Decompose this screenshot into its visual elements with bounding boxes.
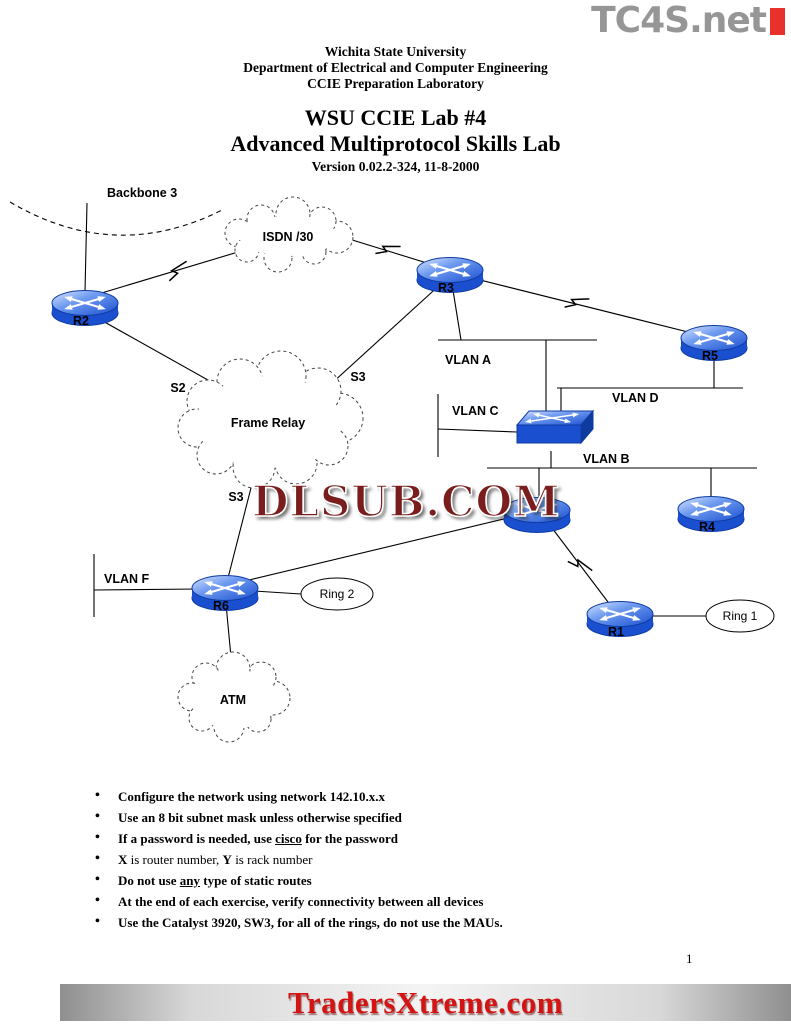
link-framerelay-r6 — [227, 479, 254, 579]
cloud-isdn: ISDN /30 — [224, 196, 354, 273]
link-vlanc-switch — [437, 428, 518, 433]
watermark-tc4s: TC4S.net — [591, 0, 785, 42]
org-line-2: Department of Electrical and Computer En… — [243, 60, 548, 75]
title-block: WSU CCIE Lab #4 Advanced Multiprotocol S… — [0, 105, 791, 175]
s3-label-top: S3 — [350, 370, 365, 384]
vlan-c-label: VLAN C — [452, 404, 499, 418]
note-bullet: • If a password is needed, use cisco for … — [95, 830, 735, 846]
link-vlanf-r6 — [93, 588, 199, 591]
watermark-traders-text: TradersXtreme.com — [287, 984, 564, 1020]
watermark-traders-bar: TradersXtreme.com — [60, 984, 791, 1021]
vlan-d-label: VLAN D — [612, 391, 659, 405]
link-r3-framerelay — [319, 281, 444, 395]
router-label: R6 — [213, 599, 229, 613]
link-r6-ring2 — [253, 590, 302, 595]
bullet-icon: • — [95, 914, 100, 929]
vlan-a-label: VLAN A — [445, 353, 491, 367]
cloud-atm: ATM — [177, 651, 291, 743]
bullet-icon: • — [95, 788, 100, 803]
bolt-icon — [567, 552, 593, 580]
watermark-dlsub: DLSUB.COM — [251, 476, 561, 527]
note-text: Do not use — [118, 873, 180, 888]
backbone-arc — [9, 201, 223, 236]
note-bullet: • Use the Catalyst 3920, SW3, for all of … — [95, 914, 735, 930]
bullet-icon: • — [95, 893, 100, 908]
vlan-b-label: VLAN B — [583, 452, 630, 466]
switch-icon — [517, 411, 593, 443]
org-line-3: CCIE Preparation Laboratory — [307, 76, 484, 91]
watermark-tc4s-text: TC4S.net — [591, 0, 767, 41]
s3-label-bottom: S3 — [228, 490, 243, 504]
atm-label: ATM — [220, 693, 246, 707]
note-text: is router number, — [127, 852, 223, 867]
note-bullet: • Configure the network using network 142… — [95, 788, 735, 804]
lab-title: WSU CCIE Lab #4 — [304, 105, 487, 130]
bullet-icon: • — [95, 830, 100, 845]
router-r2: R2 — [52, 291, 118, 328]
s2-label: S2 — [170, 381, 185, 395]
note-text: At the end of each exercise, verify conn… — [118, 894, 484, 909]
router-label: R2 — [73, 314, 89, 328]
topology-links — [9, 201, 757, 658]
org-line-1: Wichita State University — [324, 44, 467, 59]
ring2-label: Ring 2 — [320, 587, 355, 601]
note-text: If a password is needed, use — [118, 831, 276, 846]
vlan-f-label: VLAN F — [104, 572, 150, 586]
link-r3-r5 — [463, 275, 701, 336]
note-bullet: • Use an 8 bit subnet mask unless otherwi… — [95, 809, 735, 825]
note-text: cisco — [275, 831, 302, 846]
note-text: Use an 8 bit subnet mask unless otherwis… — [118, 810, 402, 825]
lab-subtitle: Advanced Multiprotocol Skills Lab — [230, 131, 561, 156]
ring1-label: Ring 1 — [723, 609, 758, 623]
red-block-icon — [770, 7, 785, 35]
link-r6-router — [248, 516, 513, 581]
document-header: Wichita State University Department of E… — [0, 44, 791, 175]
link-r2-isdn — [94, 245, 259, 296]
router-label: R1 — [608, 625, 624, 639]
router-r5: R5 — [681, 326, 747, 363]
note-text: type of static routes — [200, 873, 312, 888]
link-r6-atm — [225, 603, 232, 658]
bullet-icon: • — [95, 872, 100, 887]
note-text: is rack number — [231, 852, 313, 867]
note-text: Configure the network using network 142.… — [118, 789, 385, 804]
page-number: 1 — [686, 951, 693, 966]
ring-2: Ring 2 — [300, 577, 374, 611]
router-label: R3 — [438, 281, 454, 295]
network-topology-diagram: ISDN /30 Frame Relay ATM — [9, 186, 775, 743]
note-text: Y — [222, 852, 232, 867]
router-r6: R6 — [192, 576, 258, 613]
frame-relay-label: Frame Relay — [231, 416, 305, 430]
backbone-label: Backbone 3 — [107, 186, 177, 200]
diagram-labels: Backbone 3 S2 S3 S3 VLAN A VLAN C VLAN D… — [104, 186, 659, 586]
router-r3: R3 — [417, 258, 483, 295]
cloud-frame-relay: Frame Relay — [177, 350, 364, 489]
link-router-r1 — [548, 523, 612, 607]
router-label: R5 — [702, 349, 718, 363]
bullet-icon: • — [95, 851, 100, 866]
note-text: any — [179, 873, 200, 888]
note-text: for the password — [301, 831, 399, 846]
bolt-icon — [374, 239, 402, 261]
ring-1: Ring 1 — [705, 599, 775, 633]
bolt-icon — [563, 292, 591, 314]
isdn-label: ISDN /30 — [263, 230, 314, 244]
bolt-icon — [164, 260, 192, 282]
link-r2-backbone — [84, 202, 88, 293]
note-bullet: • Do not use any type of static routes — [95, 872, 735, 888]
note-text: X — [118, 852, 128, 867]
router-label: R4 — [699, 520, 715, 534]
notes-list: • Configure the network using network 142… — [95, 788, 735, 936]
router-r4: R4 — [678, 497, 744, 534]
bullet-icon: • — [95, 809, 100, 824]
version-line: Version 0.02.2-324, 11-8-2000 — [311, 159, 480, 174]
note-text: Use the Catalyst 3920, SW3, for all of t… — [118, 915, 503, 930]
note-bullet: • At the end of each exercise, verify con… — [95, 893, 735, 909]
link-r3-vlana — [451, 283, 462, 341]
router-r1: R1 — [587, 602, 653, 639]
note-bullet: • X is router number, Y is rack number — [95, 851, 735, 867]
lan-switch — [517, 411, 593, 443]
